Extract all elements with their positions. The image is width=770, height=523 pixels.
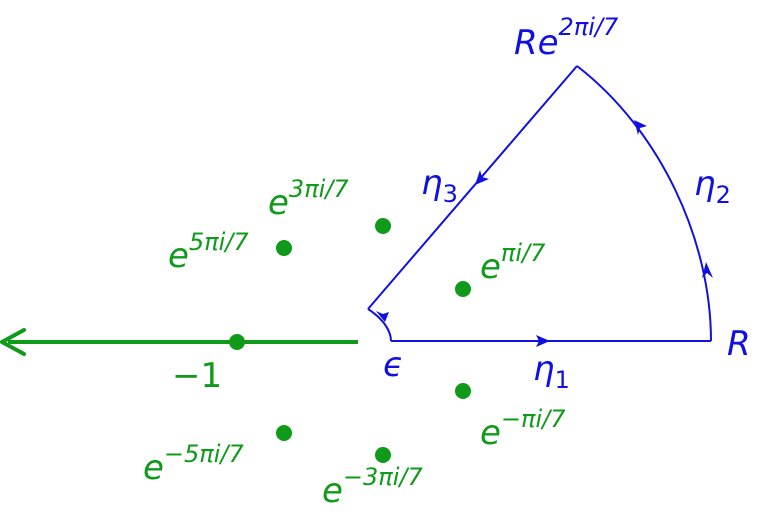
pole-label-p3-base: e — [268, 183, 289, 223]
label-R: R — [727, 324, 751, 364]
pole-point-p4 — [375, 447, 391, 463]
eta3-arrow — [475, 170, 489, 185]
label-R-exp: Re2πi/7 — [514, 13, 619, 63]
poles — [229, 218, 471, 463]
epsilon-arrow — [376, 311, 389, 322]
pole-label-p1: eπi/7 — [480, 239, 546, 287]
pole-point-p6 — [276, 425, 292, 441]
pole-label-p7: −1 — [172, 356, 222, 396]
label-R-exp-e: e — [538, 23, 559, 63]
label-eta1: η1 — [533, 349, 570, 394]
label-eta1-sub: 1 — [555, 366, 570, 394]
branch-cut — [0, 328, 358, 356]
pole-label-p4-power: −3πi/7 — [343, 463, 424, 491]
eta2-arrow-upper — [634, 120, 647, 135]
pole-point-p3 — [375, 218, 391, 234]
pole-labels: eπi/7 e−πi/7 e3πi/7 e−3πi/7 e5πi/7 e−5πi… — [143, 175, 566, 511]
pole-point-p7 — [229, 334, 245, 350]
pole-label-p6: e−5πi/7 — [143, 440, 245, 488]
pole-label-p2-base: e — [480, 413, 501, 453]
pole-label-p3: e3πi/7 — [268, 175, 349, 223]
label-R-exp-power: 2πi/7 — [559, 13, 619, 41]
pole-label-p5-power: 5πi/7 — [189, 228, 249, 256]
pole-label-p5-base: e — [168, 236, 189, 276]
eta2-arc — [576, 65, 712, 342]
pole-label-p2: e−πi/7 — [480, 405, 566, 453]
eta3-segment — [367, 65, 578, 310]
epsilon-arc — [367, 308, 392, 342]
pole-label-p6-base: e — [143, 448, 164, 488]
pole-label-p2-power: −πi/7 — [501, 405, 566, 433]
label-eta2-symbol: η — [694, 164, 716, 204]
pole-label-p1-base: e — [480, 247, 501, 287]
pole-point-p5 — [276, 240, 292, 256]
eta1-arrow — [536, 335, 550, 347]
pole-label-p4-base: e — [322, 471, 343, 511]
pole-label-p4: e−3πi/7 — [322, 463, 424, 511]
contour — [367, 65, 712, 342]
branch-cut-arrow — [0, 328, 26, 356]
label-eta2-sub: 2 — [716, 181, 731, 209]
label-eta3-sub: 3 — [443, 180, 458, 208]
pole-label-p3-power: 3πi/7 — [289, 175, 349, 203]
label-R-exp-base: R — [514, 23, 538, 63]
label-eta3: η3 — [421, 163, 458, 208]
label-epsilon: ϵ — [383, 345, 404, 385]
pole-label-p5: e5πi/7 — [168, 228, 249, 276]
pole-point-p2 — [455, 383, 471, 399]
label-eta2: η2 — [694, 164, 731, 209]
label-eta3-symbol: η — [421, 163, 443, 203]
contour-arrows — [376, 120, 713, 347]
pole-label-p1-power: πi/7 — [501, 239, 546, 267]
pole-point-p1 — [455, 281, 471, 297]
pole-label-p6-power: −5πi/7 — [164, 440, 245, 468]
label-eta1-symbol: η — [533, 349, 555, 389]
eta2-arrow-lower — [702, 262, 713, 278]
